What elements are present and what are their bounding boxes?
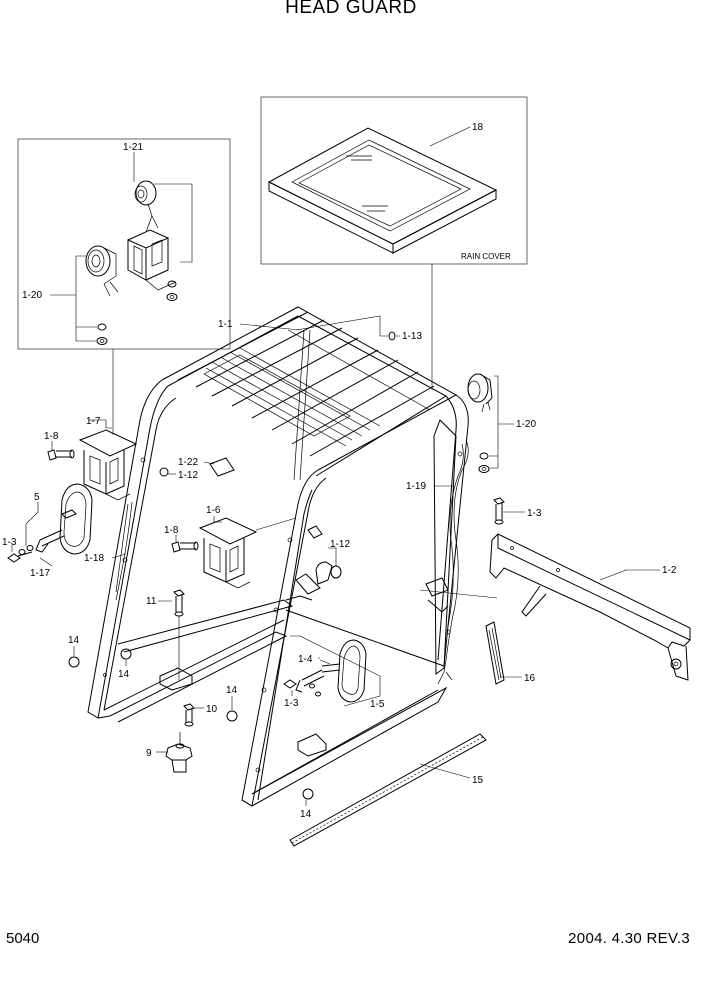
callout-1-13: 1-13	[402, 331, 422, 342]
reflector-16	[485, 621, 505, 685]
callout-9: 9	[146, 748, 152, 759]
rubber-mount-9	[165, 732, 193, 773]
plug-1-13	[388, 331, 396, 341]
callout-1-3c: 1-3	[284, 698, 299, 709]
callout-1-20b: 1-20	[516, 419, 536, 430]
rain-cover-inset-frame	[260, 96, 528, 265]
callout-14d: 14	[300, 809, 312, 820]
callout-1-2: 1-2	[662, 565, 677, 576]
callout-1-12b: 1-12	[330, 539, 350, 550]
callout-1-8b: 1-8	[164, 525, 179, 536]
rain-cover-label: RAIN COVER	[461, 252, 511, 261]
bolt-1-3-right	[493, 497, 505, 525]
plug-14-d	[302, 788, 314, 800]
bolt-1-8-upper	[47, 449, 75, 461]
front-lamp-1-20	[85, 245, 119, 297]
canopy-slats	[177, 311, 435, 457]
rear-lamp-1-21	[134, 180, 159, 233]
work-light-inset: 1-21	[17, 138, 231, 350]
callout-11: 11	[146, 596, 157, 607]
callout-14a: 14	[68, 635, 80, 646]
rain-cover-inset: 18 RAIN COVER	[260, 96, 528, 265]
rain-cover-panel	[267, 127, 498, 254]
mount-plate-left	[159, 667, 193, 691]
callout-1-6: 1-6	[206, 505, 221, 516]
callout-18: 18	[472, 122, 484, 133]
callout-1-19: 1-19	[406, 481, 426, 492]
callout-14b: 14	[118, 669, 130, 680]
callout-5: 5	[34, 492, 40, 503]
callout-1-20a: 1-20	[22, 290, 42, 301]
step-tread-15	[289, 733, 487, 847]
callout-1-1: 1-1	[218, 319, 233, 330]
mount-plate-right	[297, 733, 327, 757]
lamp-bracket-1-6	[198, 517, 258, 589]
lamp-bracket-1-7	[78, 429, 138, 501]
bolt-11	[173, 589, 185, 617]
callout-1-12a: 1-12	[178, 470, 198, 481]
plug-14-c	[226, 710, 238, 722]
callout-16: 16	[524, 673, 536, 684]
work-lamp-1-20-right	[467, 373, 493, 473]
work-light-inset-frame	[17, 138, 231, 350]
callout-1-17: 1-17	[30, 568, 50, 579]
callout-1-5: 1-5	[370, 699, 385, 710]
bolt-1-8-mid	[171, 541, 199, 553]
callout-1-3a: 1-3	[2, 537, 17, 548]
lamp-bracket	[126, 229, 177, 291]
plug-14-a	[68, 656, 80, 668]
page-title: HEAD GUARD	[285, 0, 417, 18]
decal-1-22	[209, 457, 235, 477]
callout-1-22: 1-22	[178, 457, 198, 468]
callout-1-18: 1-18	[84, 553, 104, 564]
side-mirror-5	[7, 483, 93, 563]
callout-1-21a: 1-21	[123, 142, 143, 153]
plug-1-12-right	[315, 561, 342, 585]
revision-date: 2004. 4.30 REV.3	[568, 930, 690, 947]
callout-1-3b: 1-3	[527, 508, 542, 519]
page-number: 5040	[6, 930, 40, 947]
callout-1-8a: 1-8	[44, 431, 59, 442]
callout-15: 15	[472, 775, 484, 786]
plug-14-b	[120, 648, 132, 660]
callout-1-4: 1-4	[298, 654, 313, 665]
wiring-harness-1-19	[293, 329, 469, 685]
bolt-10	[183, 703, 195, 727]
rear-bracket-1-2	[489, 533, 691, 681]
callout-1-7: 1-7	[86, 416, 101, 427]
side-mirror-1-5	[283, 639, 367, 703]
callout-10: 10	[206, 704, 218, 715]
head-guard-frame	[87, 306, 469, 807]
callout-14c: 14	[226, 685, 238, 696]
